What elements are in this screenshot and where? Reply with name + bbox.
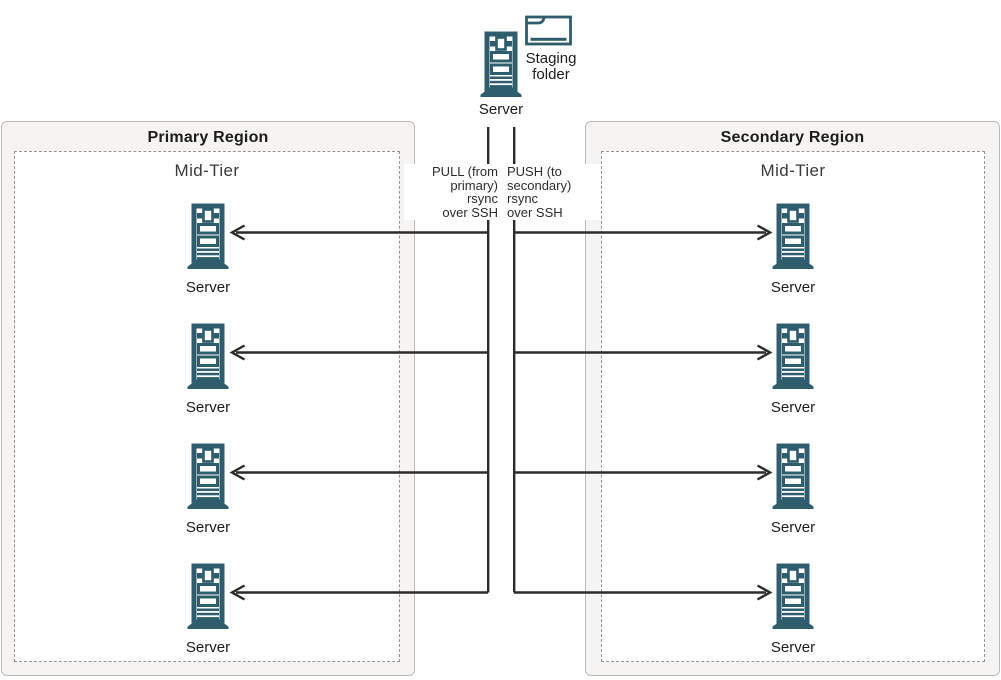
server-icon	[772, 443, 814, 509]
staging-label-line1: Staging	[525, 50, 577, 67]
server-icon	[187, 203, 229, 269]
push-line-3: rsync	[507, 191, 539, 207]
primary-server-3: Server	[168, 442, 248, 536]
primary-midtier-label: Mid-Tier	[174, 161, 240, 180]
secondary-server-1: Server	[753, 202, 833, 296]
staging-server-label: Server	[478, 101, 524, 118]
folder-icon	[525, 15, 572, 46]
pull-line-3: rsync	[466, 191, 498, 207]
server-label: Server	[770, 279, 816, 296]
primary-server-1: Server	[168, 202, 248, 296]
secondary-server-2: Server	[753, 322, 833, 416]
server-label: Server	[770, 399, 816, 416]
secondary-midtier-label: Mid-Tier	[760, 161, 826, 180]
server-icon	[187, 443, 229, 509]
secondary-server-3: Server	[753, 442, 833, 536]
server-label: Server	[770, 639, 816, 656]
primary-region-title: Primary Region	[147, 129, 269, 146]
secondary-server-4: Server	[753, 562, 833, 656]
primary-server-4: Server	[168, 562, 248, 656]
pull-line-1: PULL (from	[432, 164, 498, 179]
pull-line-2: primary)	[450, 177, 498, 193]
server-icon	[480, 31, 522, 97]
pull-line-4: over SSH	[442, 204, 498, 220]
push-line-4: over SSH	[507, 204, 563, 220]
server-icon	[772, 203, 814, 269]
secondary-region-title: Secondary Region	[720, 129, 865, 146]
server-label: Server	[185, 279, 231, 296]
push-line-2: secondary)	[507, 177, 572, 193]
staging-folder	[524, 11, 574, 52]
push-line-1: PUSH (to	[507, 164, 562, 179]
server-label: Server	[185, 639, 231, 656]
staging-label-line2: folder	[532, 66, 570, 83]
staging-folder-label: Staging folder	[511, 51, 591, 83]
server-label: Server	[770, 519, 816, 536]
push-flow-label: PUSH (to secondary) rsync over SSH	[505, 164, 601, 221]
pull-flow-label: PULL (from primary) rsync over SSH	[404, 164, 500, 221]
staging-server	[479, 30, 523, 105]
server-icon	[187, 323, 229, 389]
primary-server-2: Server	[168, 322, 248, 416]
server-icon	[772, 563, 814, 629]
server-label: Server	[185, 399, 231, 416]
server-icon	[187, 563, 229, 629]
server-label: Server	[185, 519, 231, 536]
server-icon	[772, 323, 814, 389]
